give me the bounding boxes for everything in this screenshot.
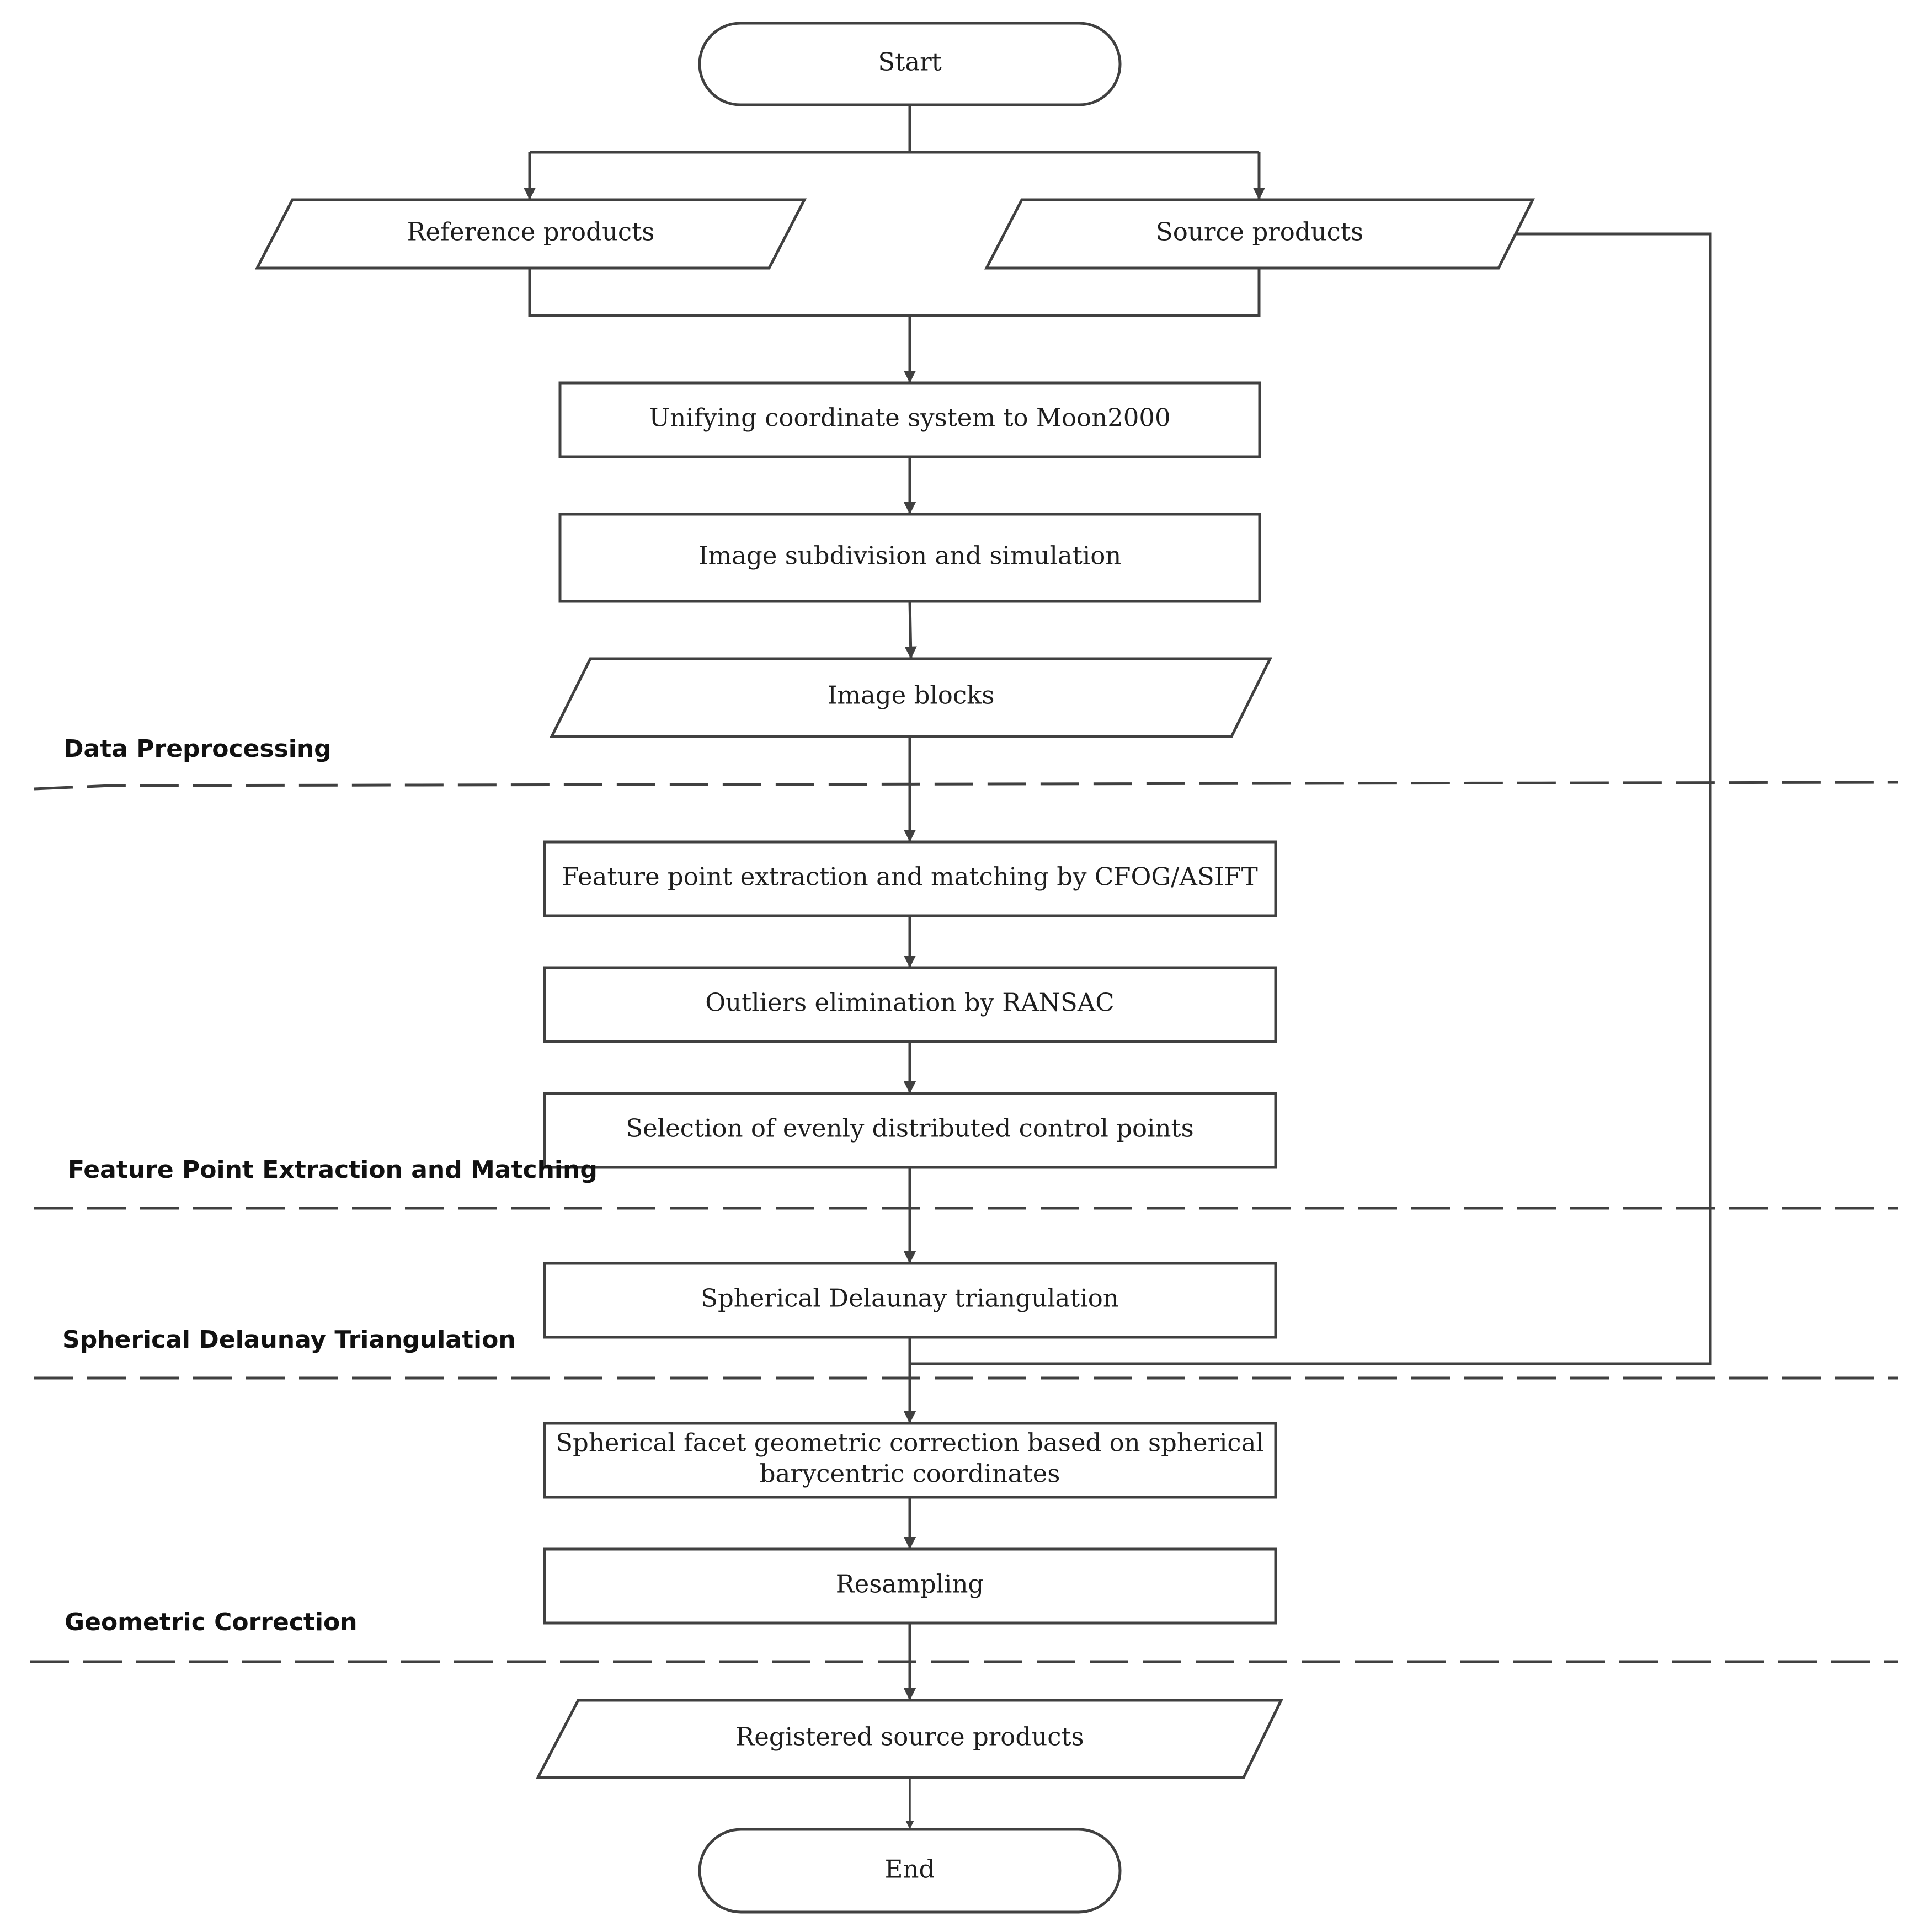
stage-divider-preprocessing — [34, 781, 1899, 791]
unify-coordinate-label: Unifying coordinate system to Moon2000 — [649, 403, 1170, 433]
feature-extraction-node: Feature point extraction and matching by… — [543, 840, 1277, 917]
end-terminator: End — [698, 1828, 1122, 1914]
selection-node: Selection of evenly distributed control … — [543, 1092, 1277, 1169]
source-products-label: Source products — [1156, 217, 1363, 247]
delaunay-label: Spherical Delaunay triangulation — [701, 1284, 1119, 1313]
connector-source-bypass — [910, 232, 1712, 1365]
unify-coordinate-node: Unifying coordinate system to Moon2000 — [558, 381, 1261, 458]
resampling-label: Resampling — [836, 1570, 984, 1599]
subdivision-label: Image subdivision and simulation — [698, 541, 1122, 570]
source-products-node: Source products — [984, 198, 1535, 270]
connector-merge — [528, 268, 1261, 317]
start-terminator: Start — [698, 22, 1122, 106]
subdivision-node: Image subdivision and simulation — [558, 513, 1261, 603]
arrow-to-blocks — [904, 601, 917, 659]
stage-label-triangulation: Spherical Delaunay Triangulation — [62, 1326, 516, 1354]
resampling-node: Resampling — [543, 1547, 1277, 1625]
reference-products-label: Reference products — [407, 217, 655, 247]
delaunay-node: Spherical Delaunay triangulation — [543, 1262, 1277, 1339]
image-blocks-node: Image blocks — [549, 657, 1273, 738]
registered-products-label: Registered source products — [735, 1722, 1084, 1752]
feature-extraction-label: Feature point extraction and matching by… — [562, 862, 1258, 892]
reference-products-node: Reference products — [254, 198, 807, 270]
outliers-node: Outliers elimination by RANSAC — [543, 966, 1277, 1043]
registered-products-node: Registered source products — [535, 1699, 1283, 1779]
start-label: Start — [878, 47, 941, 77]
correction-label-line1: Spherical facet geometric correction bas… — [556, 1428, 1264, 1458]
correction-label-line2: barycentric coordinates — [760, 1459, 1060, 1488]
outliers-label: Outliers elimination by RANSAC — [705, 988, 1114, 1017]
image-blocks-label: Image blocks — [828, 681, 995, 710]
stage-label-correction: Geometric Correction — [65, 1608, 358, 1636]
end-label: End — [885, 1855, 935, 1884]
correction-node: Spherical facet geometric correction bas… — [543, 1422, 1277, 1499]
selection-label: Selection of evenly distributed control … — [626, 1114, 1193, 1143]
stage-label-preprocessing: Data Preprocessing — [63, 735, 332, 763]
stage-label-feature: Feature Point Extraction and Matching — [68, 1156, 598, 1184]
